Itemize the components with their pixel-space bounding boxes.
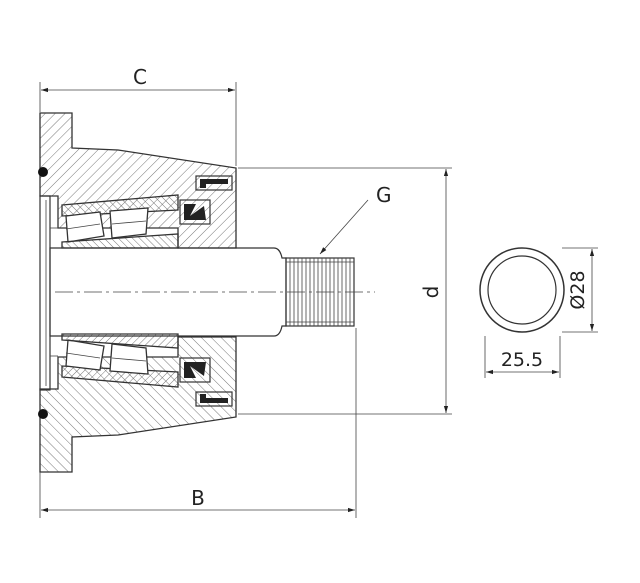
dimension-b: B	[39, 328, 357, 518]
ring-end-view: 25.5 Ø28	[479, 247, 598, 378]
bearing-upper	[61, 194, 179, 249]
dimension-c: C	[39, 65, 237, 166]
thread-g-callout: G	[319, 183, 392, 255]
thread-section	[285, 257, 355, 327]
dimension-d: d	[238, 167, 452, 415]
label-c: C	[133, 65, 147, 89]
o-ring-top	[38, 167, 48, 177]
label-width: 25.5	[501, 349, 543, 371]
o-ring-bottom	[38, 409, 48, 419]
bearing-lower	[61, 333, 179, 388]
seal-lower	[179, 357, 233, 407]
label-d: d	[419, 286, 443, 299]
end-cap	[39, 195, 58, 391]
label-g: G	[376, 183, 392, 207]
seal-upper	[179, 175, 233, 225]
label-b: B	[191, 486, 205, 510]
label-diameter: Ø28	[567, 270, 589, 309]
